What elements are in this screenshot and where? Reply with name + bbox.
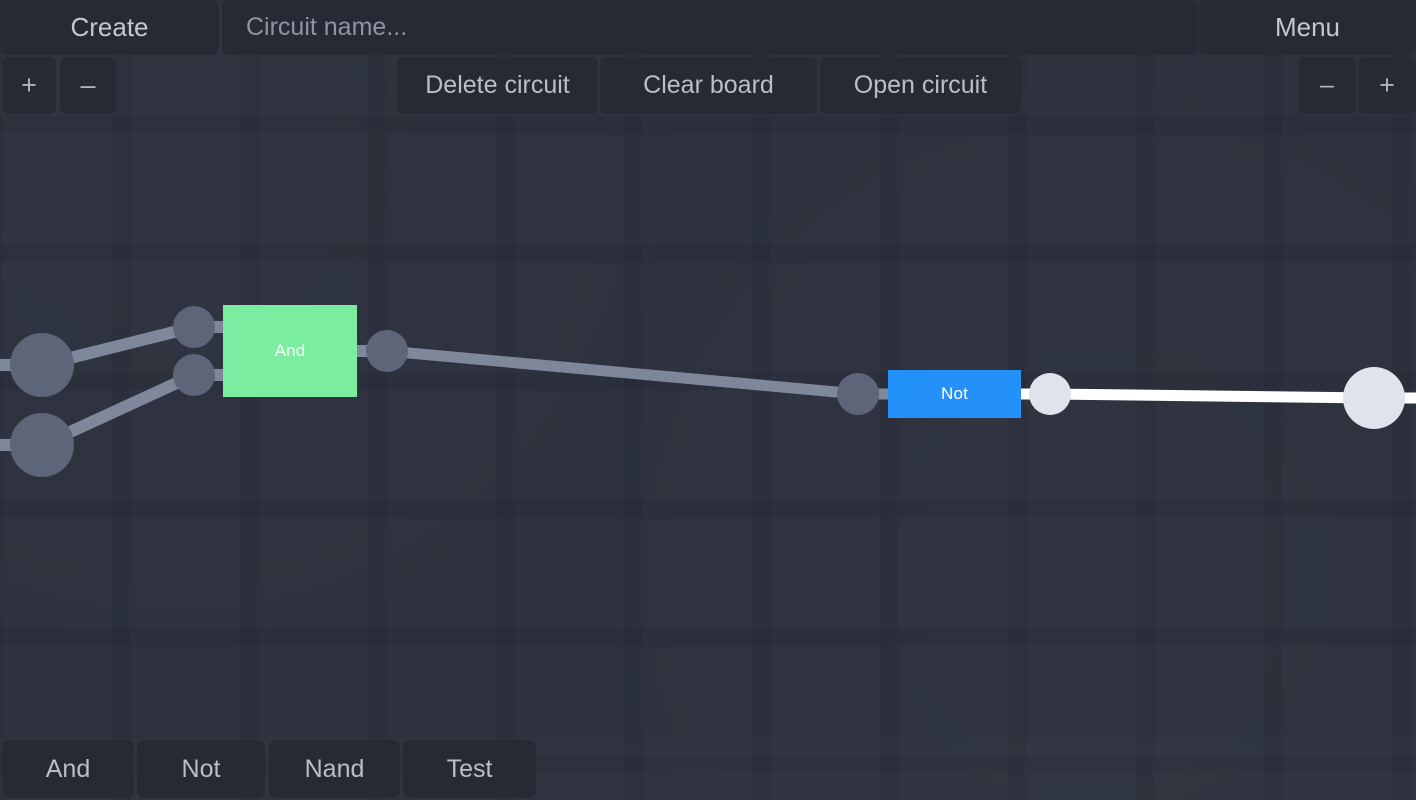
create-button[interactable]: Create <box>0 0 219 55</box>
top-toolbar: Create Menu <box>0 0 1416 56</box>
not-output[interactable] <box>1029 373 1071 415</box>
palette-item-test[interactable]: Test <box>403 740 536 798</box>
circuit-name-input[interactable] <box>222 0 1198 55</box>
zoom-out-button-right[interactable]: – <box>1298 57 1356 114</box>
zoom-in-button-right[interactable]: + <box>1358 57 1416 114</box>
and-output[interactable] <box>366 330 408 372</box>
input-node-b[interactable] <box>10 413 74 477</box>
delete-circuit-button[interactable]: Delete circuit <box>397 57 598 114</box>
zoom-in-button-left[interactable]: + <box>2 57 56 114</box>
and-input-bottom[interactable] <box>173 354 215 396</box>
palette-item-and[interactable]: And <box>2 740 134 798</box>
input-node-a[interactable] <box>10 333 74 397</box>
open-circuit-button[interactable]: Open circuit <box>820 57 1021 114</box>
and-gate[interactable]: And <box>223 305 357 397</box>
and-input-top[interactable] <box>173 306 215 348</box>
gate-palette-bar: And Not Nand Test <box>0 738 1416 800</box>
and-gate-label: And <box>274 341 306 360</box>
wire-not-to-output[interactable] <box>1049 388 1375 404</box>
output-node[interactable] <box>1343 367 1405 429</box>
palette-item-not[interactable]: Not <box>137 740 265 798</box>
not-gate-label: Not <box>940 384 969 403</box>
menu-button[interactable]: Menu <box>1199 0 1416 55</box>
wire-and-to-not[interactable] <box>386 345 859 400</box>
clear-board-button[interactable]: Clear board <box>600 57 817 114</box>
palette-item-nand[interactable]: Nand <box>269 740 400 798</box>
zoom-out-button-left[interactable]: – <box>60 57 116 114</box>
secondary-toolbar: + – Delete circuit Clear board Open circ… <box>0 56 1416 114</box>
not-input[interactable] <box>837 373 879 415</box>
not-gate[interactable]: Not <box>888 370 1021 418</box>
